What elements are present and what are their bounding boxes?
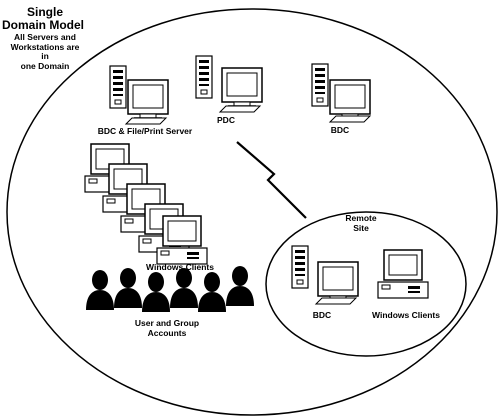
label-remote-bdc: BDC <box>313 310 331 320</box>
label-bdc-right: BDC <box>331 125 349 135</box>
label-users-line-1: User and Group <box>135 318 199 328</box>
label-remote-line-2: Site <box>353 223 369 233</box>
label-users-line-2: Accounts <box>148 328 187 338</box>
users-group <box>86 266 254 312</box>
label-pdc: PDC <box>217 115 235 125</box>
pdc-server <box>195 55 263 113</box>
remote-site-boundary <box>265 211 467 357</box>
label-windows-clients: Windows Clients <box>146 262 214 272</box>
domain-boundary <box>6 8 498 416</box>
title-line-1: Single <box>26 5 63 19</box>
windows-clients-group <box>84 143 208 265</box>
title-line-3: All Servers and <box>14 32 76 42</box>
bdc-server <box>311 63 371 123</box>
label-remote-line-1: Remote <box>345 213 376 223</box>
wan-link <box>236 141 307 219</box>
label-bdc-file-print: BDC & File/Print Server <box>98 126 193 136</box>
label-remote-clients: Windows Clients <box>372 310 440 320</box>
remote-bdc-server <box>291 245 359 305</box>
title-line-2: Domain Model <box>2 18 85 32</box>
bdc-file-print-server <box>109 65 169 125</box>
title-line-4: Workstations are in <box>10 42 80 61</box>
remote-windows-client <box>377 249 429 299</box>
diagram-title: Single Domain Model All Servers and Work… <box>2 5 84 71</box>
title-line-5: one Domain <box>20 61 70 71</box>
